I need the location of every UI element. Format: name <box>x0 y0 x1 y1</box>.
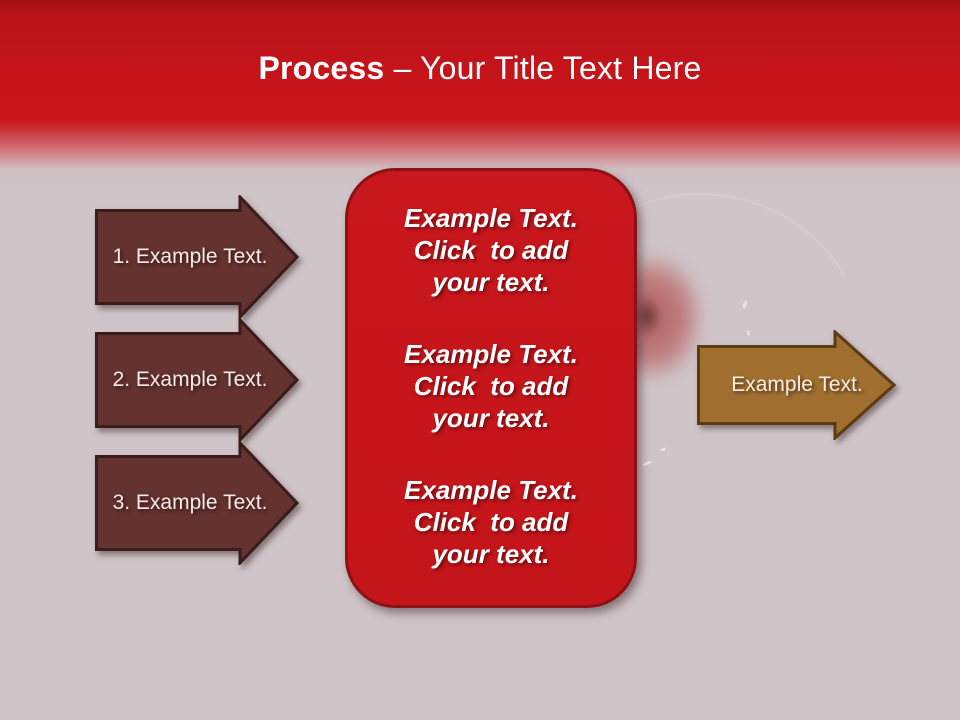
text-line: Click to add <box>413 371 569 401</box>
example-text-group-1: Example Text. Click to add your text. <box>404 202 578 298</box>
right-arrow-shape-icon <box>697 330 897 440</box>
process-step-arrow-2[interactable] <box>95 318 300 442</box>
slide-title-text: – Your Title Text Here <box>384 50 702 86</box>
text-line: Click to add <box>413 507 569 537</box>
text-line: Example Text. <box>404 339 578 369</box>
example-text-group-3: Example Text. Click to add your text. <box>404 474 578 570</box>
background-blob-core <box>632 295 662 337</box>
center-text-box[interactable]: Example Text. Click to add your text. Ex… <box>345 168 637 608</box>
right-arrow-shape-icon <box>95 318 300 442</box>
slide-title[interactable]: Process – Your Title Text Here <box>0 48 960 88</box>
text-line: your text. <box>432 267 550 297</box>
right-arrow-shape-icon <box>95 441 300 565</box>
text-line: Example Text. <box>404 475 578 505</box>
process-step-arrow-1[interactable] <box>95 195 300 319</box>
process-step-arrow-3[interactable] <box>95 441 300 565</box>
slide-title-keyword: Process <box>258 50 385 86</box>
example-text-group-2: Example Text. Click to add your text. <box>404 338 578 434</box>
background-speck <box>659 446 667 453</box>
text-line: your text. <box>432 539 550 569</box>
output-arrow[interactable] <box>697 330 897 440</box>
text-line: Click to add <box>413 235 569 265</box>
background-speck <box>747 330 750 336</box>
text-line: your text. <box>432 403 550 433</box>
header-band <box>0 0 960 192</box>
right-arrow-shape-icon <box>95 195 300 319</box>
text-line: Example Text. <box>404 203 578 233</box>
background-speck <box>641 460 653 467</box>
